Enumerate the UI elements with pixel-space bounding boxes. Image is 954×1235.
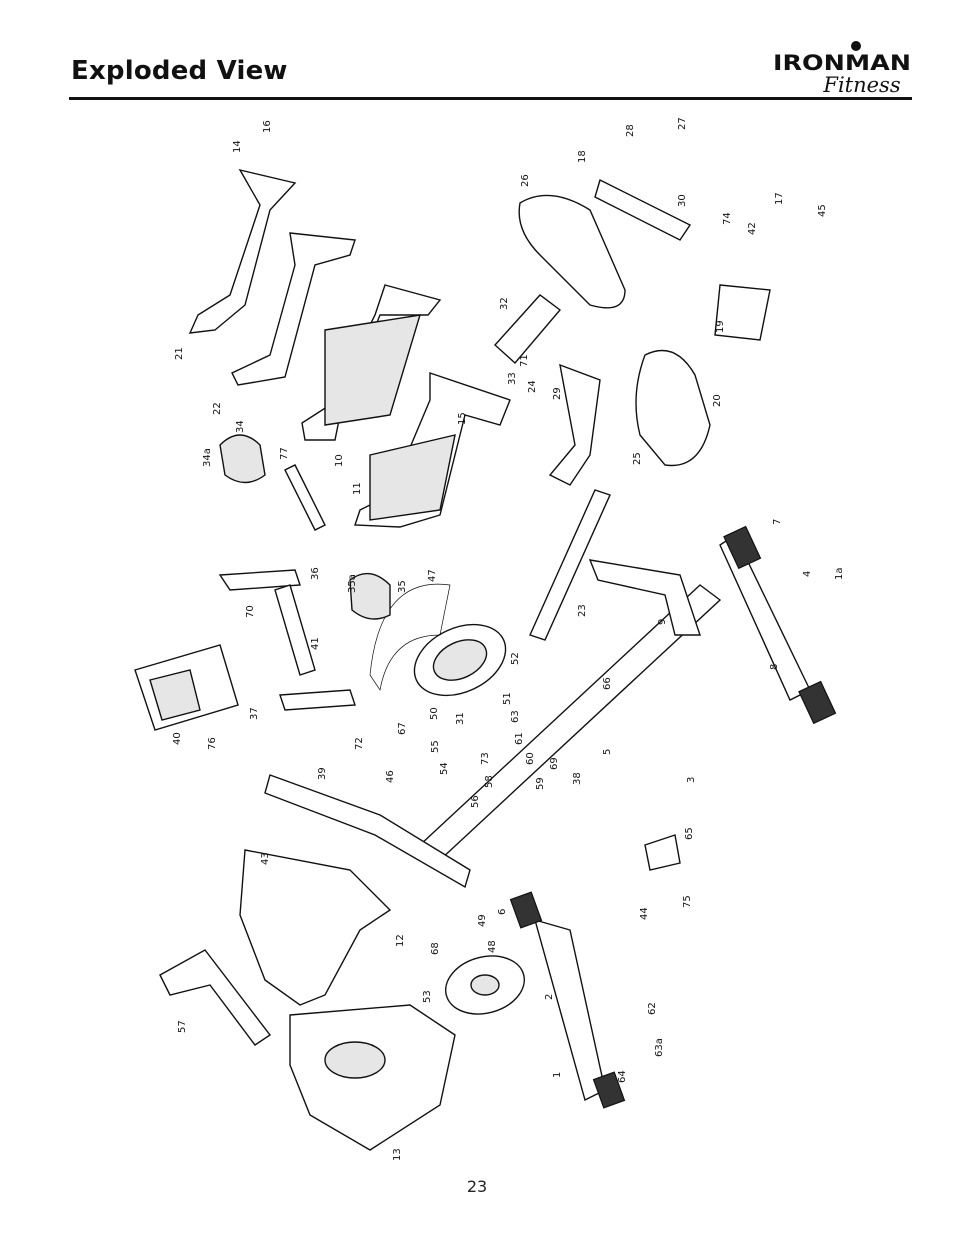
callout-64: 64 <box>617 1070 628 1083</box>
callout-22: 22 <box>212 402 223 415</box>
callout-1a: 1a <box>834 568 845 581</box>
callout-76: 76 <box>207 737 218 750</box>
callout-9: 9 <box>657 619 668 625</box>
callout-50: 50 <box>429 707 440 720</box>
callout-72: 72 <box>354 737 365 750</box>
callout-45: 45 <box>817 204 828 217</box>
callout-69: 69 <box>549 757 560 770</box>
callout-17: 17 <box>774 192 785 205</box>
callout-48: 48 <box>487 940 498 953</box>
callout-46: 46 <box>385 770 396 783</box>
callout-8: 8 <box>769 664 780 670</box>
callout-18: 18 <box>577 150 588 163</box>
callout-42: 42 <box>747 222 758 235</box>
callout-68: 68 <box>430 942 441 955</box>
title-rule <box>69 97 912 100</box>
callout-23: 23 <box>577 604 588 617</box>
callout-19: 19 <box>715 320 726 333</box>
callout-2: 2 <box>544 994 555 1000</box>
callout-29: 29 <box>552 387 563 400</box>
callout-3: 3 <box>686 777 697 783</box>
callout-75: 75 <box>682 895 693 908</box>
callout-77: 77 <box>279 447 290 460</box>
callout-20: 20 <box>712 394 723 407</box>
callout-39: 39 <box>317 767 328 780</box>
callout-28: 28 <box>625 124 636 137</box>
callout-35: 35 <box>397 580 408 593</box>
callout-24: 24 <box>527 380 538 393</box>
callout-66: 66 <box>602 677 613 690</box>
callout-61: 61 <box>514 732 525 745</box>
callout-4: 4 <box>802 571 813 577</box>
callout-62: 62 <box>647 1002 658 1015</box>
callout-16: 16 <box>262 120 273 133</box>
callout-12: 12 <box>395 934 406 947</box>
callout-38: 38 <box>572 772 583 785</box>
page-title: Exploded View <box>71 56 288 86</box>
callout-57: 57 <box>177 1020 188 1033</box>
callout-44: 44 <box>639 907 650 920</box>
callout-63a: 63a <box>654 1038 665 1057</box>
callout-11: 11 <box>352 482 363 495</box>
callout-15: 15 <box>457 412 468 425</box>
callout-6: 6 <box>497 909 508 915</box>
callout-14: 14 <box>232 140 243 153</box>
callout-27: 27 <box>677 117 688 130</box>
callout-33: 33 <box>507 372 518 385</box>
callout-60: 60 <box>525 752 536 765</box>
callout-74: 74 <box>722 212 733 225</box>
callout-56: 56 <box>470 795 481 808</box>
logo-wordmark-bottom: Fitness <box>822 73 900 97</box>
callout-10: 10 <box>334 454 345 467</box>
callout-13: 13 <box>392 1148 403 1161</box>
callout-21: 21 <box>174 347 185 360</box>
callout-36: 36 <box>310 567 321 580</box>
callout-73: 73 <box>480 752 491 765</box>
callout-71: 71 <box>519 354 530 367</box>
parts-drawing <box>134 168 837 1151</box>
callout-51: 51 <box>502 692 513 705</box>
callout-32: 32 <box>499 297 510 310</box>
callout-65: 65 <box>684 827 695 840</box>
callout-7: 7 <box>772 519 783 525</box>
exploded-view-diagram: 1 2 3 4 5 6 7 8 9 10 11 12 13 14 15 16 1… <box>134 117 845 1161</box>
callout-49: 49 <box>477 914 488 927</box>
callout-31: 31 <box>455 712 466 725</box>
callout-34: 34 <box>235 420 246 433</box>
callout-59: 59 <box>535 777 546 790</box>
callout-26: 26 <box>520 174 531 187</box>
callout-25: 25 <box>632 452 643 465</box>
callout-54: 54 <box>439 762 450 775</box>
callout-67: 67 <box>397 722 408 735</box>
callout-5: 5 <box>602 749 613 755</box>
callout-34a: 34a <box>202 448 213 467</box>
page-number: 23 <box>466 1177 488 1196</box>
callout-55: 55 <box>430 740 441 753</box>
callout-43: 43 <box>260 852 271 865</box>
callout-70: 70 <box>245 605 256 618</box>
logo-wordmark-top: IRONMAN <box>773 51 911 75</box>
callout-37: 37 <box>249 707 260 720</box>
callout-47: 47 <box>427 569 438 582</box>
callout-35a: 35a <box>347 574 358 593</box>
callout-63: 63 <box>510 710 521 723</box>
ironman-fitness-logo: IRONMAN Fitness <box>773 41 911 97</box>
callout-40: 40 <box>172 732 183 745</box>
callout-labels: 1 2 3 4 5 6 7 8 9 10 11 12 13 14 15 16 1… <box>172 117 845 1161</box>
callout-53: 53 <box>422 990 433 1003</box>
callout-58: 58 <box>484 775 495 788</box>
callout-41: 41 <box>310 637 321 650</box>
callout-52: 52 <box>510 652 521 665</box>
callout-30: 30 <box>677 194 688 207</box>
callout-1: 1 <box>552 1072 563 1078</box>
